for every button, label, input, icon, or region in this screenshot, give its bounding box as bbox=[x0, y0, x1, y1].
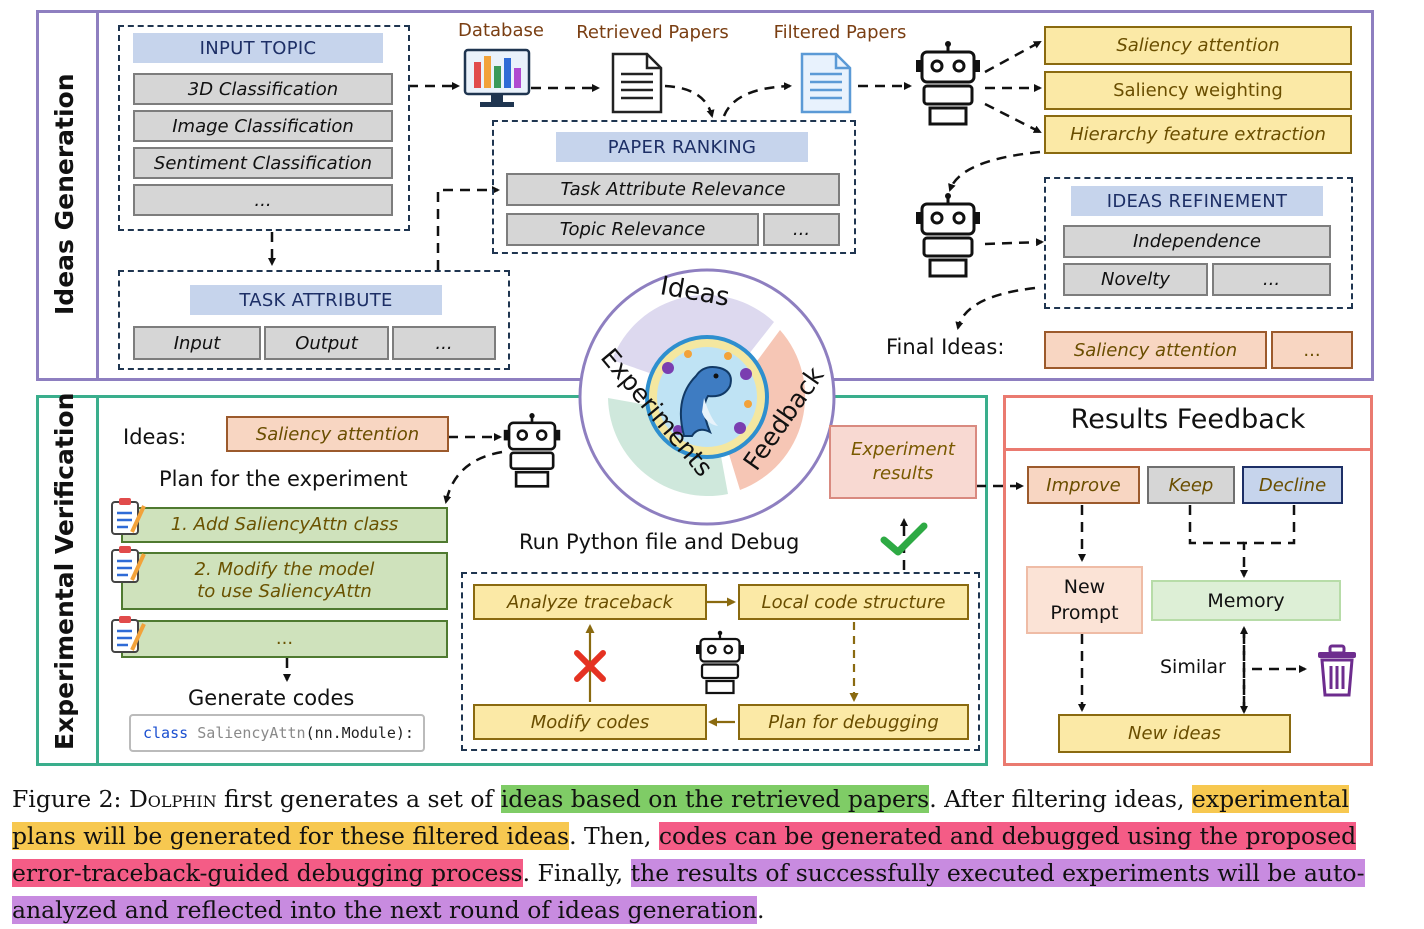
run-debug-title: Run Python file and Debug bbox=[519, 530, 800, 554]
topic-relevance: Topic Relevance bbox=[506, 213, 759, 246]
improve-outcome: Improve bbox=[1027, 466, 1140, 504]
ideas-refinement-label: IDEAS REFINEMENT bbox=[1071, 186, 1323, 216]
checklist-icon bbox=[111, 616, 146, 653]
cross-icon bbox=[574, 650, 606, 682]
similar-label: Similar bbox=[1160, 656, 1226, 678]
filtered-papers-icon bbox=[800, 52, 852, 114]
task-attribute-relevance: Task Attribute Relevance bbox=[506, 173, 840, 206]
final-ideas-more: ... bbox=[1271, 331, 1353, 369]
generated-idea: Saliency attention bbox=[1044, 26, 1352, 65]
caption-highlight-feedback: analyzed and reflected into the next rou… bbox=[12, 896, 758, 924]
local-code-structure: Local code structure bbox=[738, 584, 969, 620]
caption-highlight-plans: experimental bbox=[1191, 785, 1350, 813]
robot-icon bbox=[696, 630, 744, 695]
independence-criterion: Independence bbox=[1063, 225, 1331, 258]
connector-arrows bbox=[268, 40, 1307, 727]
novelty-criterion: Novelty bbox=[1063, 263, 1208, 296]
code-snippet: class SaliencyAttn(nn.Module): bbox=[129, 714, 425, 752]
caption-highlight-ideas: ideas based on the retrieved papers bbox=[500, 785, 930, 813]
plan-title: Plan for the experiment bbox=[159, 467, 408, 491]
caption-text: . After filtering ideas, bbox=[929, 785, 1192, 813]
input-topic-item: Sentiment Classification bbox=[133, 147, 393, 179]
trash-icon bbox=[1318, 644, 1356, 697]
caption-text: . bbox=[757, 896, 765, 924]
caption-text: . Then, bbox=[569, 822, 659, 850]
experiment-results: Experiment results bbox=[829, 425, 977, 499]
paper-ranking-label: PAPER RANKING bbox=[556, 132, 808, 162]
robot-icon bbox=[916, 193, 980, 278]
caption-line-4: analyzed and reflected into the next rou… bbox=[12, 892, 1414, 929]
plan-step: 2. Modify the model to use SaliencyAttn bbox=[121, 552, 448, 610]
input-topic-item: 3D Classification bbox=[133, 73, 393, 105]
caption-line-1: Figure 2: Dolphin first generates a set … bbox=[12, 781, 1414, 818]
plan-for-debugging: Plan for debugging bbox=[738, 704, 969, 740]
ideas-refinement-group bbox=[1044, 177, 1353, 309]
figure-caption: Figure 2: Dolphin first generates a set … bbox=[12, 781, 1414, 929]
input-topic-item: Image Classification bbox=[133, 110, 393, 142]
filtered-papers-label: Filtered Papers bbox=[773, 22, 907, 43]
input-topic-label: INPUT TOPIC bbox=[133, 33, 383, 63]
debug-loop-group bbox=[461, 572, 980, 751]
database-label: Database bbox=[458, 20, 544, 41]
input-topic-item: ... bbox=[133, 184, 393, 216]
ideas-refinement-more: ... bbox=[1212, 263, 1331, 296]
experiment-idea: Saliency attention bbox=[226, 416, 449, 452]
caption-highlight-debug: codes can be generated and debugged usin… bbox=[658, 822, 1357, 850]
keep-outcome: Keep bbox=[1147, 466, 1235, 504]
checklist-icon bbox=[111, 546, 146, 583]
experiment-ideas-label: Ideas: bbox=[123, 425, 187, 449]
experimental-verification-label-strip bbox=[36, 395, 99, 766]
new-prompt: New Prompt bbox=[1026, 566, 1143, 634]
generated-idea: Saliency weighting bbox=[1044, 71, 1352, 110]
checklist-icon bbox=[111, 498, 146, 535]
new-ideas: New ideas bbox=[1058, 714, 1291, 753]
task-attribute-group bbox=[118, 270, 510, 370]
retrieved-papers-icon bbox=[611, 52, 663, 114]
experimental-verification-panel bbox=[36, 395, 988, 766]
task-attribute-label: TASK ATTRIBUTE bbox=[190, 285, 442, 315]
plan-step: ... bbox=[121, 620, 448, 658]
code-class-name: SaliencyAttn bbox=[197, 724, 306, 742]
final-idea: Saliency attention bbox=[1044, 331, 1267, 369]
caption-highlight-debug: error-traceback-guided debugging process bbox=[12, 859, 523, 887]
decline-outcome: Decline bbox=[1242, 466, 1343, 504]
caption-line-2: plans will be generated for these filter… bbox=[12, 818, 1414, 855]
final-ideas-label: Final Ideas: bbox=[886, 335, 1005, 359]
input-topic-group bbox=[118, 25, 410, 231]
results-feedback-title: Results Feedback bbox=[1070, 404, 1306, 435]
modify-codes: Modify codes bbox=[473, 704, 707, 740]
caption-highlight-plans: plans will be generated for these filter… bbox=[12, 822, 570, 850]
analyze-traceback: Analyze traceback bbox=[473, 584, 707, 620]
paper-ranking-group bbox=[492, 120, 856, 254]
task-attribute-item: Input bbox=[133, 326, 261, 360]
code-base-class: (nn.Module): bbox=[305, 724, 414, 742]
task-attribute-item: ... bbox=[392, 326, 496, 360]
ideas-generation-label-strip bbox=[36, 10, 99, 381]
results-feedback-header bbox=[1003, 395, 1373, 451]
task-attribute-item: Output bbox=[264, 326, 389, 360]
caption-line-3: error-traceback-guided debugging process… bbox=[12, 855, 1414, 892]
generate-codes-label: Generate codes bbox=[188, 686, 355, 710]
database-icon bbox=[463, 48, 531, 107]
paper-ranking-more: ... bbox=[763, 213, 840, 246]
retrieved-papers-label: Retrieved Papers bbox=[576, 22, 729, 43]
caption-prefix: Figure 2: bbox=[12, 785, 129, 813]
memory-store: Memory bbox=[1151, 580, 1341, 621]
dolphin-cycle-diagram bbox=[578, 268, 836, 526]
results-feedback-panel bbox=[1003, 395, 1373, 766]
caption-text: . Finally, bbox=[522, 859, 631, 887]
caption-highlight-feedback: the results of successfully executed exp… bbox=[630, 859, 1365, 887]
caption-system-name: Dolphin bbox=[128, 785, 217, 813]
robot-icon bbox=[503, 413, 561, 488]
robot-icon bbox=[916, 41, 980, 126]
plan-step: 1. Add SaliencyAttn class bbox=[121, 507, 448, 543]
caption-text: first generates a set of bbox=[216, 785, 501, 813]
generated-idea: Hierarchy feature extraction bbox=[1044, 115, 1352, 154]
check-icon bbox=[880, 522, 928, 556]
code-keyword: class bbox=[143, 724, 189, 742]
